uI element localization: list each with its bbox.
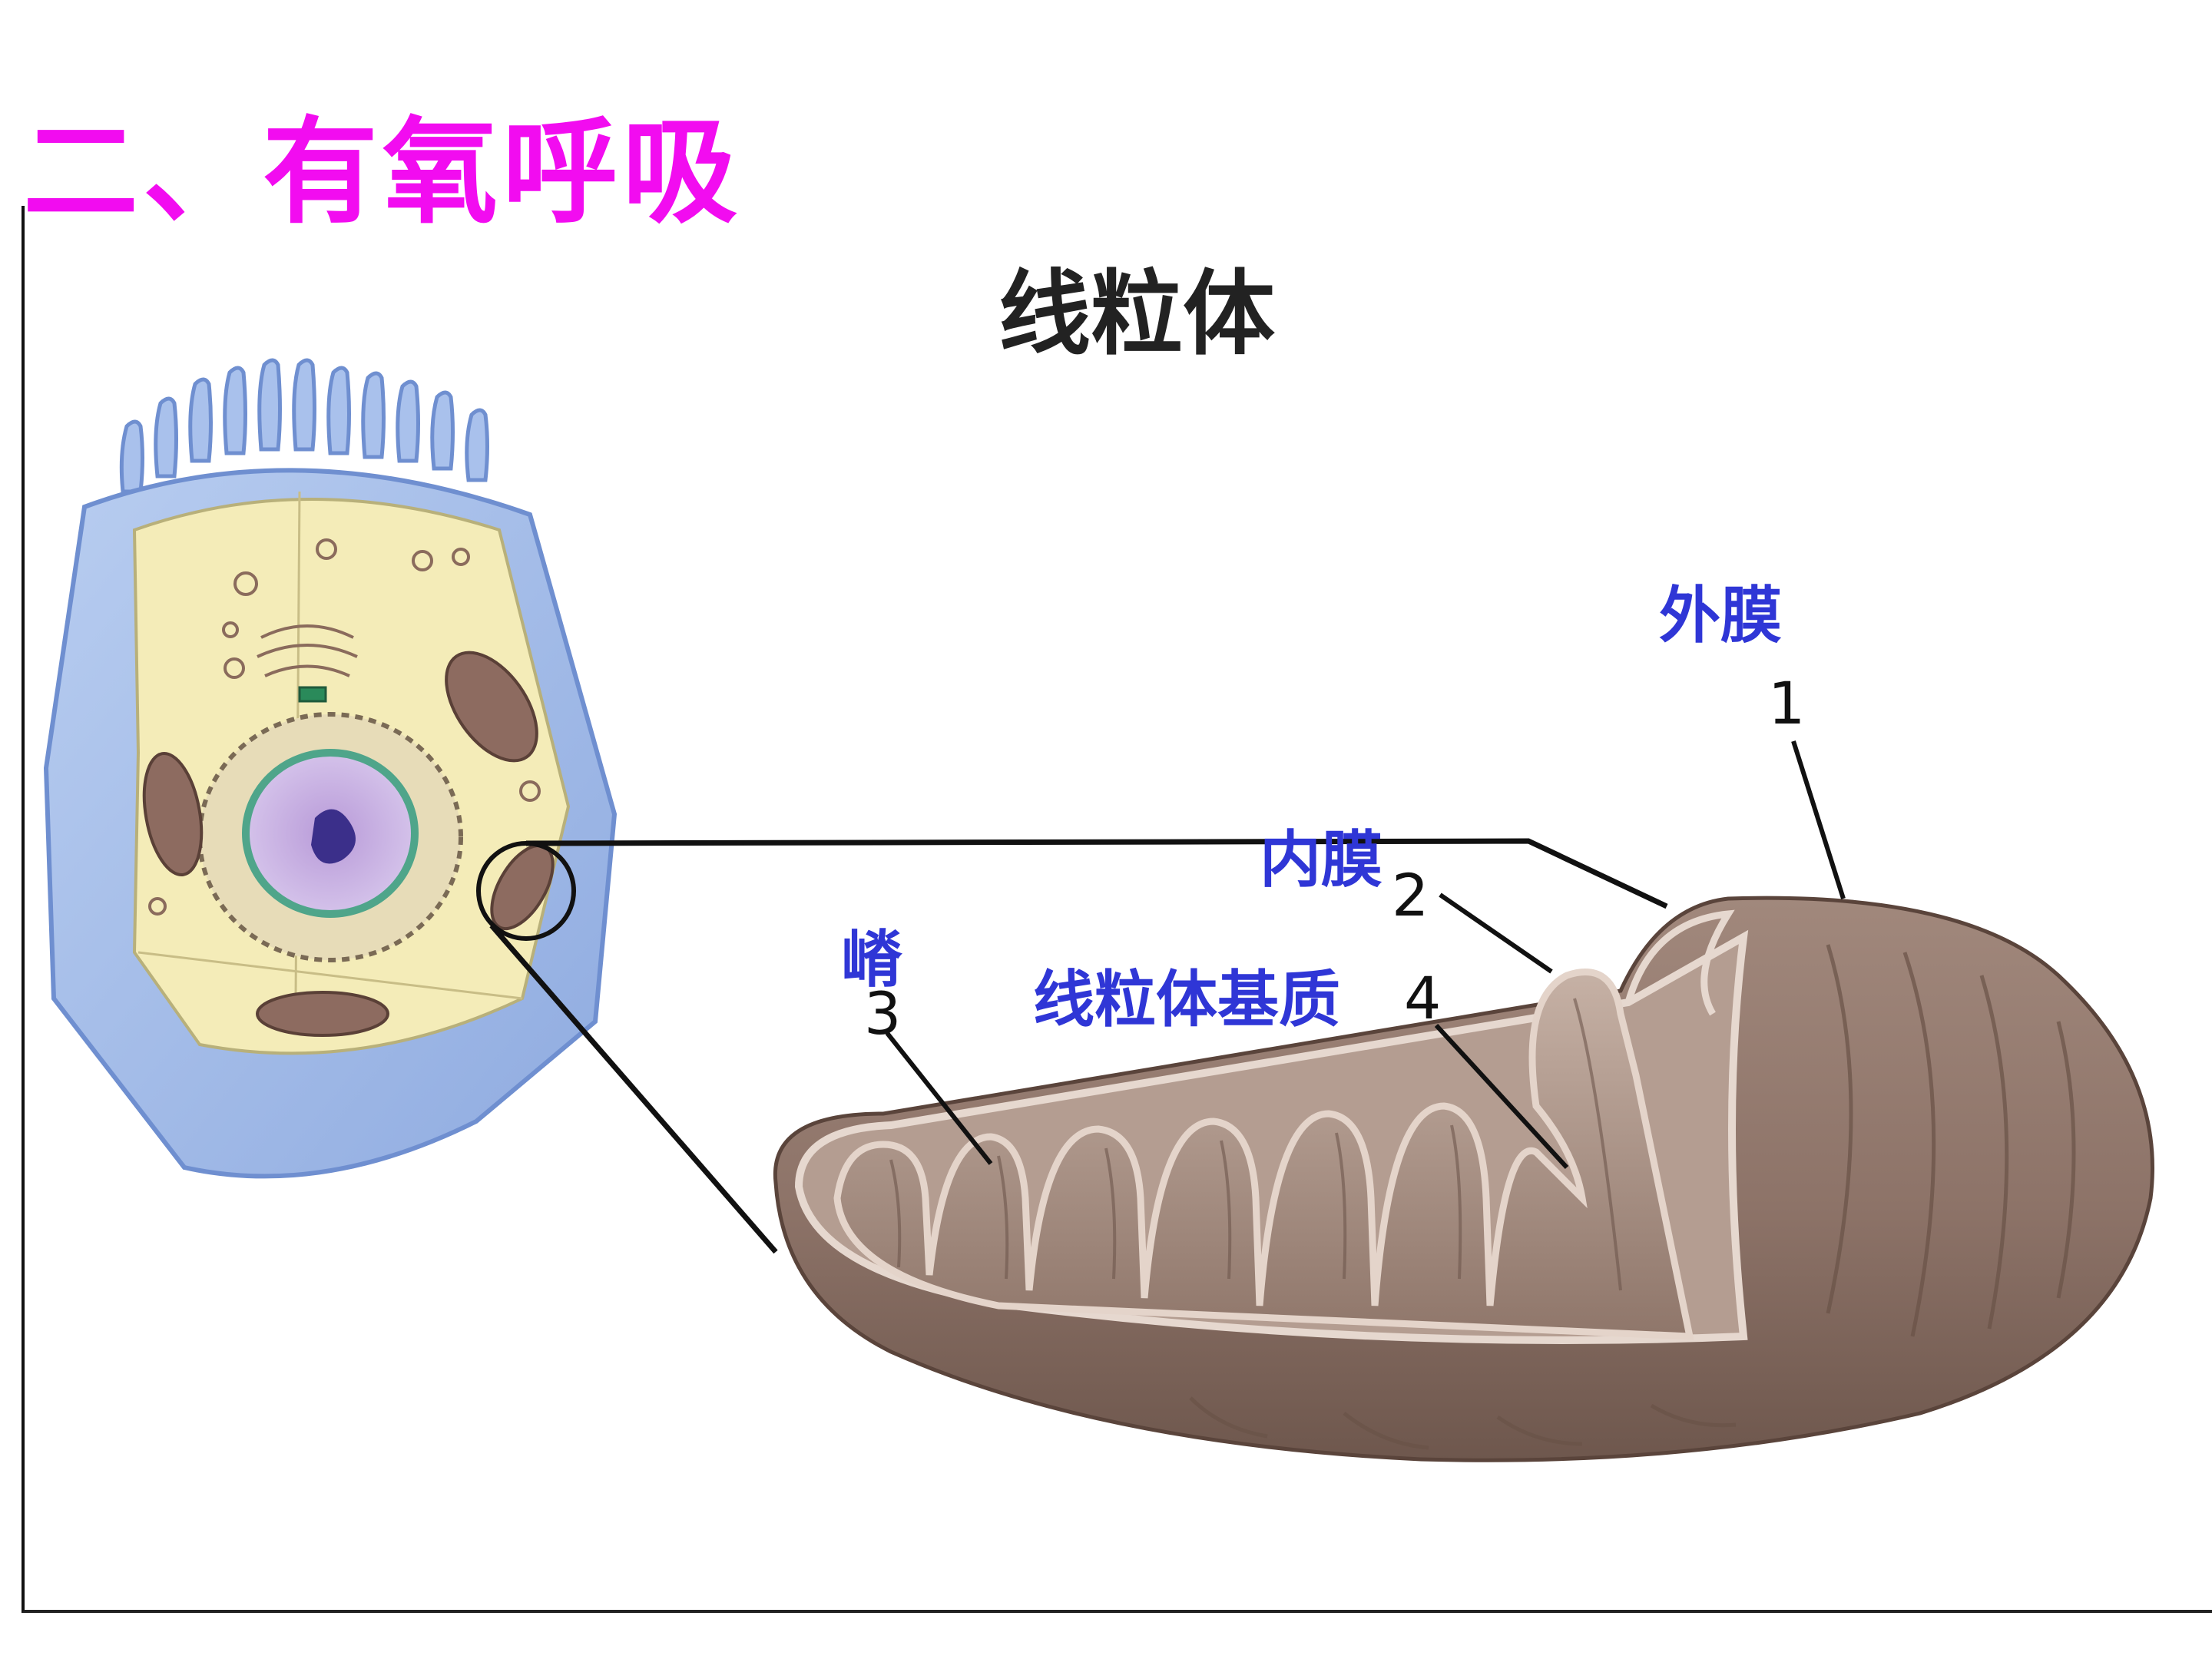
leader-line-4 — [1434, 1023, 1569, 1170]
label-inner-membrane: 内膜 — [1260, 824, 1382, 896]
label-cristae: 嵴 — [841, 924, 902, 995]
zoom-lines — [489, 838, 1668, 1254]
microvilli — [119, 358, 489, 494]
animal-cell — [43, 358, 618, 1179]
cristae-folds — [833, 969, 1694, 1340]
leader-line-1 — [1791, 740, 1846, 899]
number-2: 2 — [1392, 861, 1429, 929]
leader-line-2 — [1439, 892, 1553, 974]
diagram-title: 线粒体 — [998, 261, 1275, 368]
nucleolus — [311, 809, 356, 864]
leader-line-3 — [885, 1031, 993, 1165]
label-outer-membrane: 外膜 — [1659, 580, 1782, 651]
mitochondrion — [773, 896, 2154, 1462]
number-4: 4 — [1404, 964, 1442, 1032]
label-matrix: 线粒体基质 — [1033, 964, 1340, 1035]
slide-title: 二、有氧呼吸 — [23, 106, 743, 240]
number-3: 3 — [864, 979, 902, 1048]
leader-lines — [885, 740, 1846, 1170]
number-1: 1 — [1768, 669, 1806, 737]
